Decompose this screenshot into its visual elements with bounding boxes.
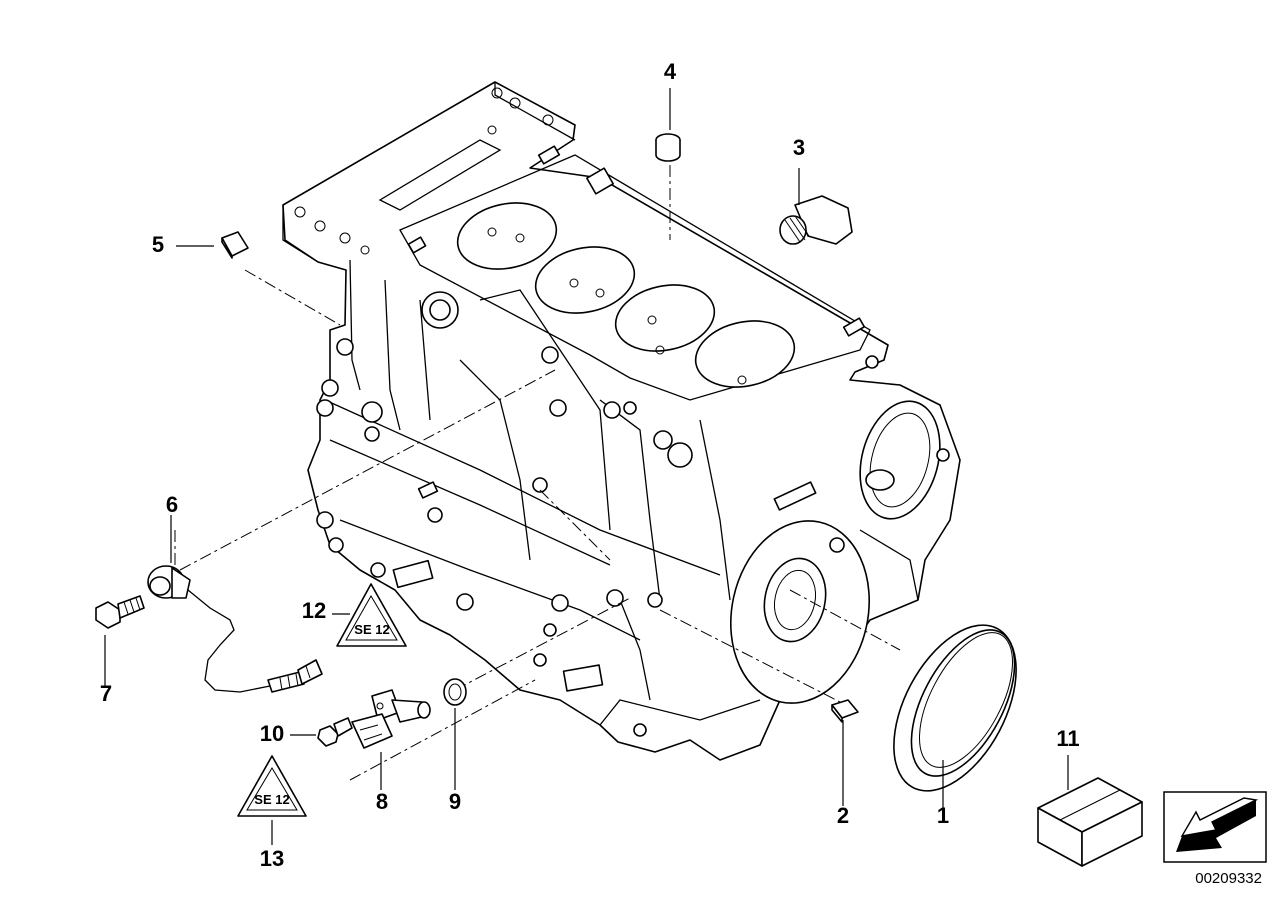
dowel-sleeve-icon[interactable]	[831, 699, 859, 723]
diagram-number: 00209332	[1195, 870, 1262, 887]
callout-12: 12	[302, 598, 326, 623]
dowel-sleeve-icon[interactable]	[221, 231, 249, 259]
callout-10: 10	[260, 721, 284, 746]
callout-13: 13	[260, 846, 284, 871]
warning-triangle-icon: SE 12	[336, 583, 407, 647]
crankshaft-seal-icon[interactable]	[869, 605, 1042, 811]
callout-3: 3	[793, 135, 805, 160]
hex-bolt-icon[interactable]	[95, 595, 145, 629]
callout-4: 4	[664, 59, 677, 84]
callout-5: 5	[152, 232, 164, 257]
callout-6: 6	[166, 492, 178, 517]
warning-triangle-icon: SE 12	[237, 755, 307, 817]
arrow-navigation-icon[interactable]: 00209332	[1163, 791, 1267, 887]
center-lines	[174, 165, 901, 781]
callout-9: 9	[449, 789, 461, 814]
warning-symbol-text: SE 12	[254, 792, 289, 807]
dowel-sleeve-icon[interactable]	[655, 133, 681, 162]
callout-2: 2	[837, 803, 849, 828]
o-ring-icon[interactable]	[443, 678, 467, 706]
hex-bolt-icon[interactable]	[317, 717, 353, 747]
warning-symbol-text: SE 12	[354, 622, 389, 637]
callout-7: 7	[100, 681, 112, 706]
crankshaft-sensor-icon[interactable]	[351, 689, 431, 749]
engine-block-icon[interactable]	[282, 81, 961, 761]
callout-1: 1	[937, 803, 949, 828]
callout-8: 8	[376, 789, 388, 814]
screw-plug-icon[interactable]	[779, 195, 853, 245]
knock-sensor-icon[interactable]	[147, 565, 323, 693]
leader-lines	[104, 88, 1069, 845]
callout-11: 11	[1056, 726, 1079, 751]
kit-box-icon[interactable]	[1037, 777, 1143, 867]
callouts: 1 2 3 4 5 6 7 8 9 10 11 12 13	[100, 59, 1080, 871]
